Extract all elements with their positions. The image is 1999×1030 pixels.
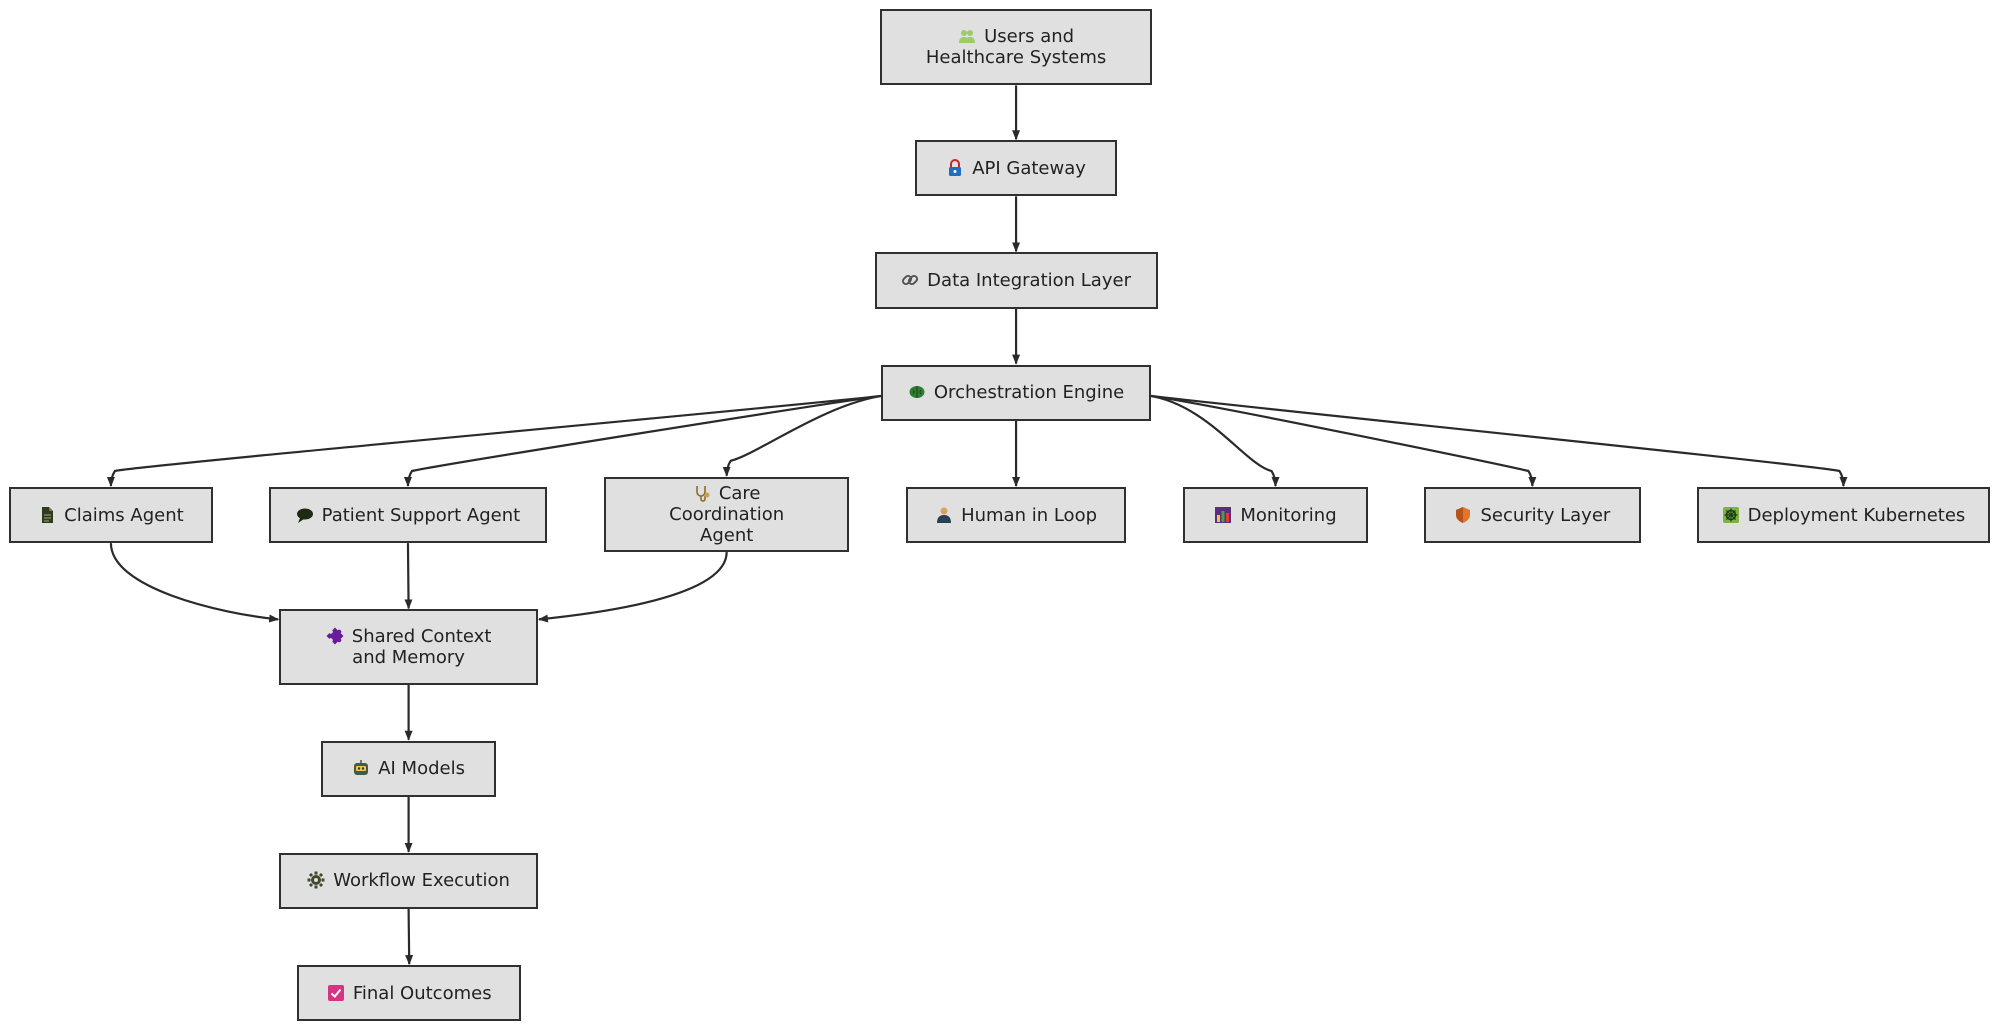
robot-icon [352, 759, 370, 777]
node-label: AI Models [378, 758, 465, 780]
node-patient-support-agent: Patient Support Agent [268, 487, 547, 544]
node-care-coordination-agent: Care Coordination Agent [604, 476, 850, 552]
node-label: Shared Context and Memory [351, 625, 492, 668]
node-final-outcomes: Final Outcomes [297, 965, 522, 1022]
node-label: Patient Support Agent [321, 504, 521, 526]
stethoscope-icon [693, 484, 711, 502]
speech-bubble-icon [296, 506, 314, 524]
lock-icon [946, 158, 964, 177]
checkbox-icon [327, 984, 345, 1002]
node-claims-agent: Claims Agent [8, 487, 213, 544]
edge-orchestration-to-monitoring [1147, 394, 1280, 488]
people-icon [958, 27, 976, 45]
node-users-healthcare-systems: Users and Healthcare Systems [879, 8, 1153, 86]
edge-orchestration-to-patient [403, 394, 886, 488]
node-label: Claims Agent [64, 504, 184, 526]
edge-orchestration-to-deployment [1147, 394, 1848, 488]
node-label: Final Outcomes [352, 982, 492, 1004]
edge-patient-to-shared [404, 543, 413, 610]
node-api-gateway: API Gateway [915, 140, 1117, 197]
node-label: Deployment Kubernetes [1747, 504, 1966, 526]
node-deployment-kubernetes: Deployment Kubernetes [1696, 487, 1991, 544]
node-label: Care Coordination Agent [669, 482, 785, 546]
edge-workflow-to-outcomes [405, 908, 414, 966]
shield-icon [1454, 506, 1472, 524]
node-label: Monitoring [1240, 504, 1337, 526]
link-icon [901, 271, 919, 289]
gear-icon [307, 871, 325, 889]
node-label: Users and Healthcare Systems [925, 26, 1107, 69]
node-monitoring: Monitoring [1183, 487, 1368, 544]
edge-orchestration-to-care [722, 394, 886, 477]
node-label: Workflow Execution [333, 870, 510, 892]
puzzle-icon [326, 627, 344, 645]
edge-orchestration-to-security [1147, 394, 1537, 488]
edge-claims-to-shared [109, 543, 280, 623]
node-ai-models: AI Models [321, 740, 496, 797]
edge-care-to-shared [538, 551, 728, 623]
document-icon [38, 506, 56, 524]
node-label: Data Integration Layer [927, 269, 1131, 291]
person-icon [935, 506, 953, 524]
node-label: Security Layer [1480, 504, 1611, 526]
node-label: API Gateway [972, 157, 1086, 179]
node-data-integration-layer: Data Integration Layer [874, 252, 1158, 309]
node-orchestration-engine: Orchestration Engine [880, 364, 1152, 421]
node-security-layer: Security Layer [1424, 487, 1641, 544]
node-label: Orchestration Engine [933, 382, 1125, 404]
bar-chart-icon [1214, 506, 1232, 524]
node-label: Human in Loop [961, 504, 1098, 526]
node-workflow-execution: Workflow Execution [279, 852, 538, 909]
helm-icon [1722, 506, 1740, 524]
edge-orchestration-to-claims [106, 394, 886, 488]
node-human-in-loop: Human in Loop [906, 487, 1126, 544]
brain-icon [908, 383, 926, 401]
node-shared-context-memory: Shared Context and Memory [279, 609, 538, 685]
